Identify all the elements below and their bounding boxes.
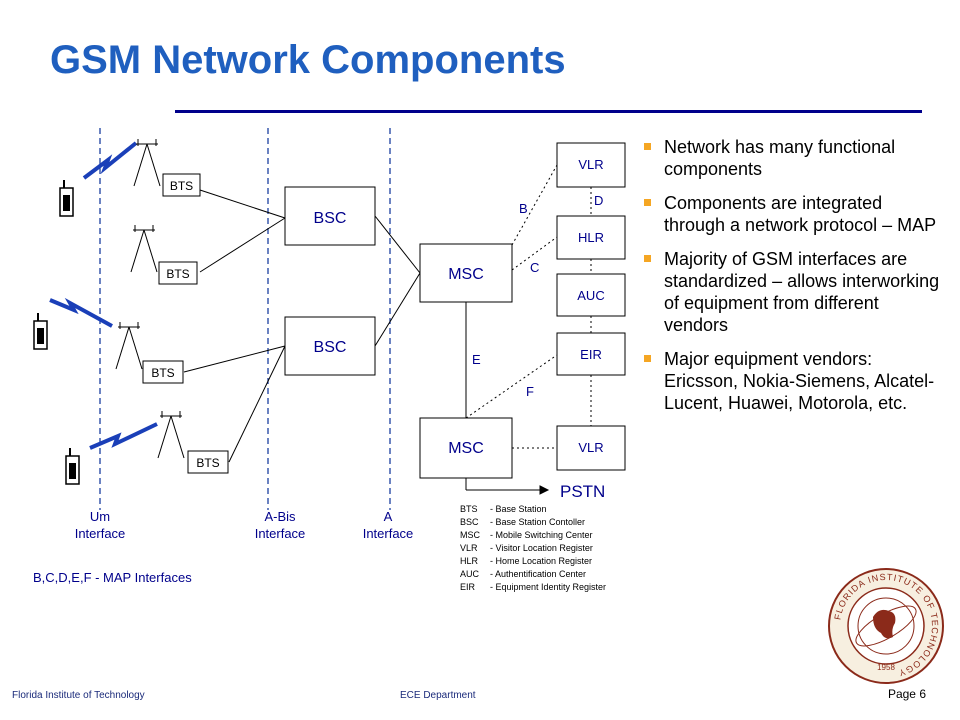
- mobile-phone-icon: [59, 180, 74, 217]
- bullet-item: Majority of GSM interfaces are standardi…: [640, 248, 940, 336]
- msc-vlr-link-b: [511, 164, 558, 246]
- antenna-tower-icon: [115, 322, 143, 370]
- radio-link-icon: [89, 422, 158, 450]
- um-interface-label: Interface: [75, 526, 126, 541]
- legend-abbr: BSC: [460, 517, 479, 527]
- hlr-node: HLR: [556, 215, 626, 260]
- bullet-item: Major equipment vendors: Ericsson, Nokia…: [640, 348, 940, 414]
- title-underline: [175, 110, 922, 113]
- mobile-phone-icon: [33, 313, 48, 350]
- interface-e-label: E: [472, 352, 481, 367]
- bullet-text: Major equipment vendors: Ericsson, Nokia…: [664, 349, 935, 413]
- seal-year: 1958: [877, 663, 895, 672]
- msc-eir-link-f: [465, 354, 558, 419]
- pstn-arrowhead: [539, 485, 550, 495]
- antenna-tower-icon: [133, 139, 161, 187]
- bts-node: BTS: [142, 360, 184, 384]
- msc-hlr-link-c: [511, 236, 558, 271]
- legend-desc: - Authentification Center: [490, 569, 586, 579]
- bsc-label: BSC: [314, 339, 347, 356]
- antenna-tower-icon: [157, 411, 185, 459]
- university-seal-logo: FLORIDA INSTITUTE OF TECHNOLOGY 1958: [828, 568, 944, 684]
- bsc-msc-link: [374, 215, 421, 274]
- bts-bsc-link: [199, 189, 286, 219]
- interface-f-label: F: [526, 384, 534, 399]
- slide-title: GSM Network Components: [50, 38, 566, 82]
- bsc-node: BSC: [284, 316, 376, 376]
- bullet-item: Components are integrated through a netw…: [640, 192, 940, 236]
- eir-label: EIR: [580, 347, 602, 362]
- um-interface-label: Um: [90, 509, 110, 524]
- legend-desc: - Home Location Register: [490, 556, 592, 566]
- map-interfaces-note: B,C,D,E,F - MAP Interfaces: [33, 570, 192, 585]
- footer-department: ECE Department: [400, 690, 476, 701]
- interface-c-label: C: [530, 260, 539, 275]
- legend-abbr: AUC: [460, 569, 480, 579]
- antenna-tower-icon: [130, 225, 158, 273]
- bullet-item: Network has many functional components: [640, 136, 940, 180]
- bullet-text: Components are integrated through a netw…: [664, 193, 937, 235]
- footer-institution: Florida Institute of Technology: [12, 690, 145, 701]
- bts-node: BTS: [158, 261, 198, 285]
- bullet-marker-icon: [644, 255, 651, 262]
- msc-node: MSC: [419, 243, 513, 303]
- bullet-text: Network has many functional components: [664, 137, 896, 179]
- bullet-marker-icon: [644, 199, 651, 206]
- msc-node: MSC: [419, 417, 513, 479]
- legend-desc: - Visitor Location Register: [490, 543, 593, 553]
- interface-b-label: B: [519, 201, 528, 216]
- legend-abbr: HLR: [460, 556, 479, 566]
- bts-bsc-link: [199, 217, 286, 273]
- legend-abbr: VLR: [460, 543, 478, 553]
- bts-label: BTS: [166, 267, 189, 281]
- pstn-label: PSTN: [560, 482, 605, 501]
- legend-desc: - Base Station: [490, 504, 547, 514]
- bts-label: BTS: [196, 456, 219, 470]
- radio-link-icon: [49, 297, 113, 328]
- legend-abbr: BTS: [460, 504, 478, 514]
- legend-abbr: MSC: [460, 530, 481, 540]
- bullet-list: Network has many functional components C…: [640, 136, 940, 426]
- abis-interface-label: Interface: [255, 526, 306, 541]
- bsc-label: BSC: [314, 210, 347, 227]
- page-number: Page 6: [887, 687, 926, 701]
- legend-desc: - Mobile Switching Center: [490, 530, 593, 540]
- mobile-phone-icon: [65, 448, 80, 485]
- a-interface-label: A: [384, 509, 393, 524]
- bts-bsc-link: [183, 345, 286, 373]
- abbreviation-legend: BTS - Base Station BSC - Base Station Co…: [460, 504, 606, 592]
- eir-node: EIR: [556, 332, 626, 376]
- bts-node: BTS: [187, 450, 229, 474]
- legend-desc: - Base Station Contoller: [490, 517, 585, 527]
- auc-node: AUC: [556, 273, 626, 317]
- legend-desc: - Equipment Identity Register: [490, 582, 606, 592]
- radio-link-icon: [82, 141, 138, 180]
- bts-label: BTS: [170, 179, 193, 193]
- vlr-node: VLR: [556, 142, 626, 188]
- bts-node: BTS: [162, 173, 201, 197]
- interface-d-label: D: [594, 193, 603, 208]
- bullet-marker-icon: [644, 143, 651, 150]
- vlr-label: VLR: [578, 440, 603, 455]
- msc-label: MSC: [448, 266, 484, 283]
- abis-interface-label: A-Bis: [264, 509, 296, 524]
- vlr-node: VLR: [556, 425, 626, 471]
- bts-label: BTS: [151, 366, 174, 380]
- bsc-node: BSC: [284, 186, 376, 246]
- hlr-label: HLR: [578, 230, 604, 245]
- a-interface-label: Interface: [363, 526, 414, 541]
- bullet-text: Majority of GSM interfaces are standardi…: [664, 249, 940, 335]
- vlr-label: VLR: [578, 157, 603, 172]
- bsc-msc-link: [374, 272, 421, 347]
- auc-label: AUC: [577, 288, 604, 303]
- legend-abbr: EIR: [460, 582, 476, 592]
- msc-label: MSC: [448, 440, 484, 457]
- bullet-marker-icon: [644, 355, 651, 362]
- bts-bsc-link: [228, 345, 286, 463]
